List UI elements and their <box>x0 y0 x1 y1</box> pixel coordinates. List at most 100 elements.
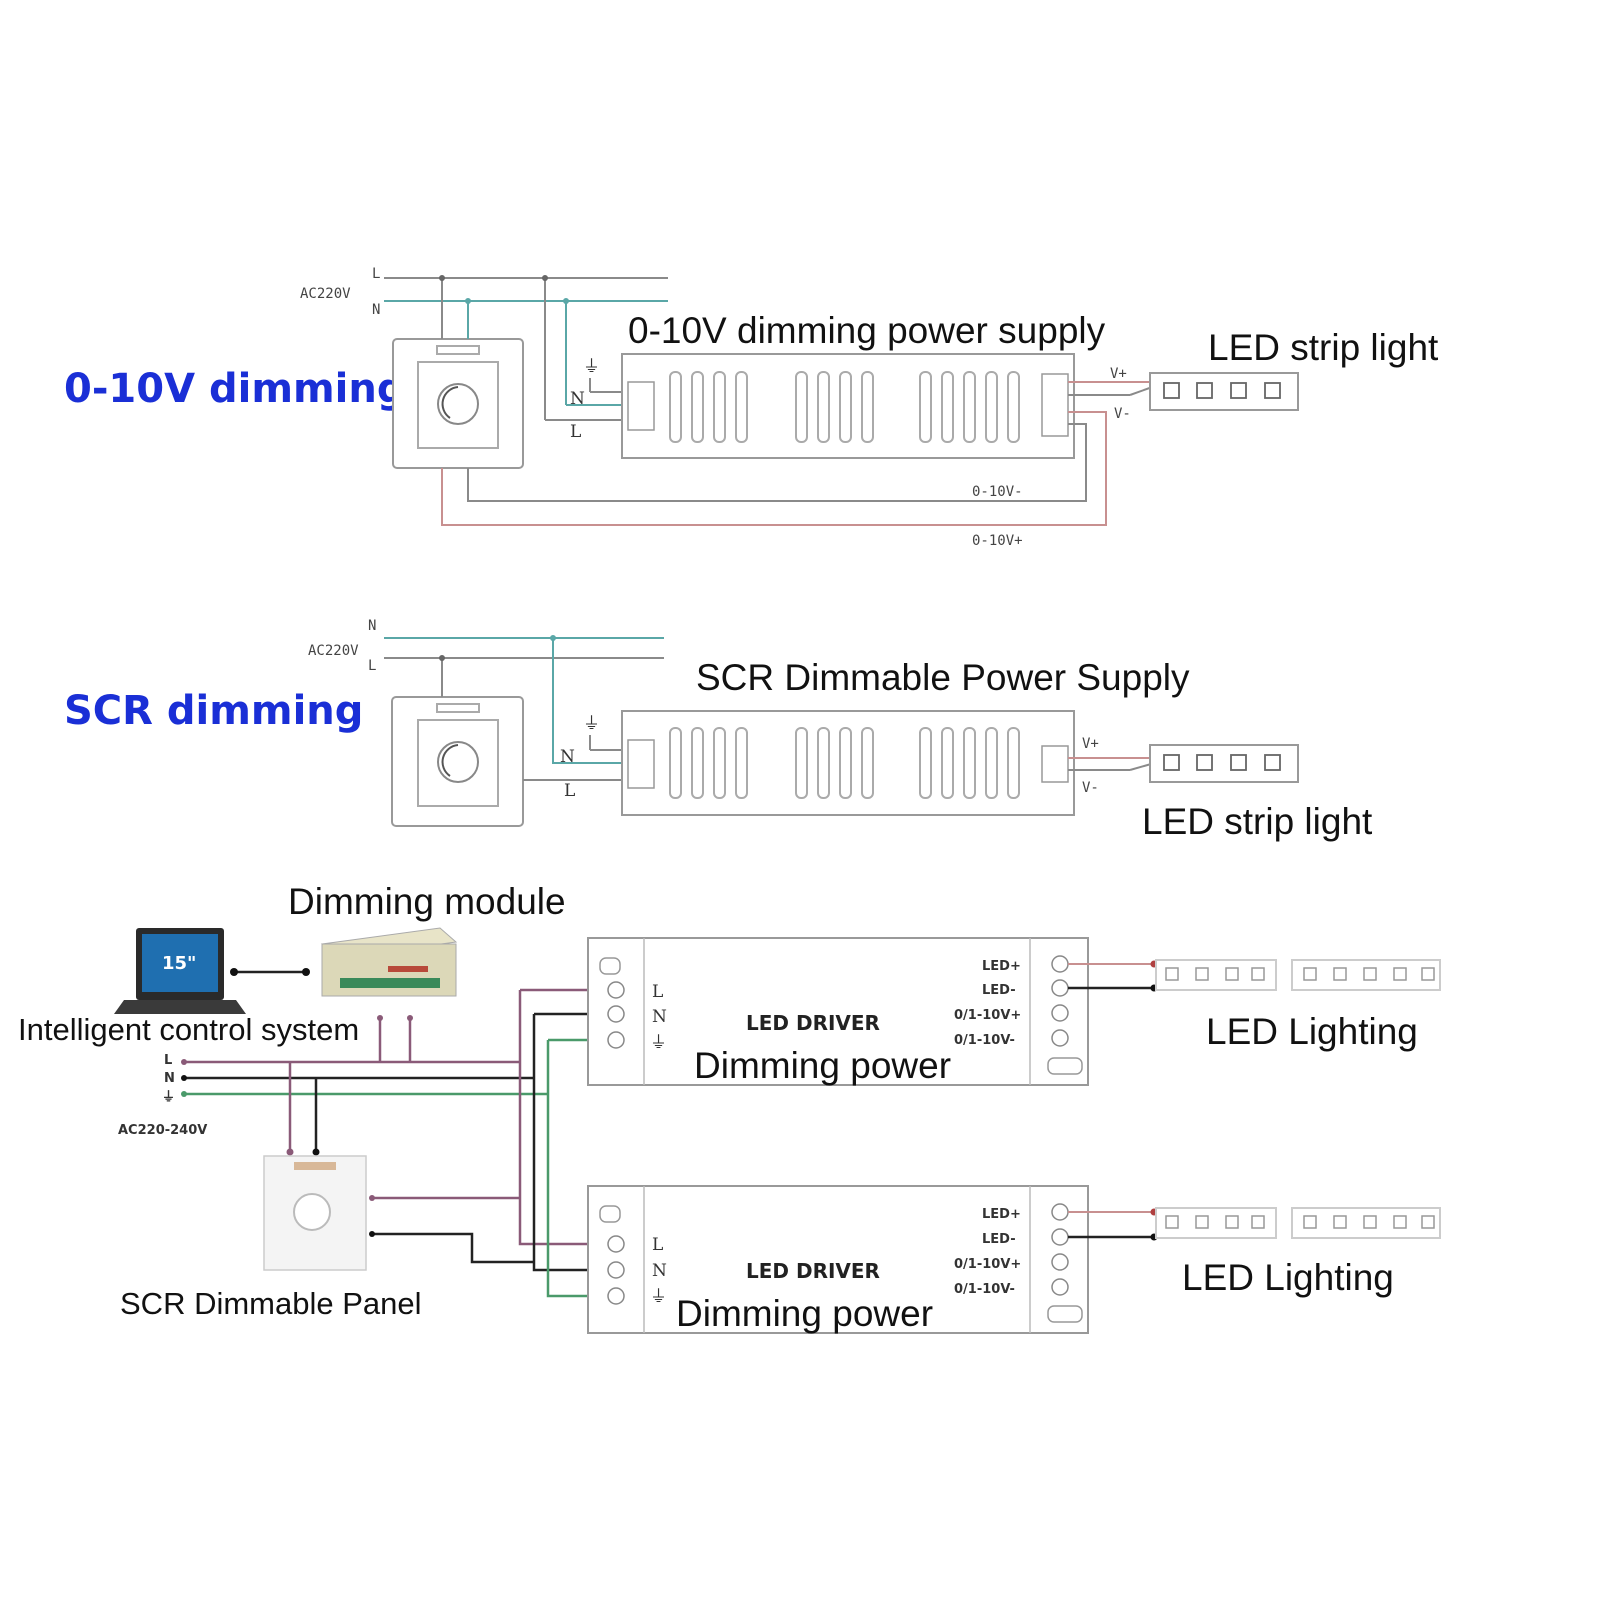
vent-slot <box>1007 371 1020 443</box>
vent-slot <box>963 727 976 799</box>
vminus-label: V- <box>1114 406 1131 422</box>
driver2-out-0: LED+ <box>982 1207 1021 1222</box>
control-label: Intelligent control system <box>18 1012 359 1047</box>
vent-slot <box>691 371 704 443</box>
wire-010v-plus <box>441 411 1107 526</box>
led-strip-scr <box>1149 744 1299 783</box>
vent-slot <box>795 371 808 443</box>
vplus-label-scr: V+ <box>1082 736 1099 752</box>
terminal-N: N <box>570 389 585 409</box>
vent-slot <box>941 371 954 443</box>
line-L-label-scr: L <box>368 658 376 674</box>
dimmer-knob-panel <box>392 338 524 469</box>
section-010v: 0-10V dimming AC220V L N ⏚ N L 0- <box>64 266 1439 549</box>
driver1-subtitle: Dimming power <box>694 1045 951 1086</box>
vent-slot <box>963 371 976 443</box>
vent-slot <box>669 727 682 799</box>
vent-slot <box>817 727 830 799</box>
section-system: Dimming module 15" Intelligent control s… <box>18 881 1441 1334</box>
ac-label-system: AC220-240V <box>118 1123 207 1138</box>
vent-slot <box>713 727 726 799</box>
vent-slot <box>861 371 874 443</box>
vent-slot <box>861 727 874 799</box>
ac-N-label: N <box>164 1071 175 1086</box>
vent-slot <box>941 727 954 799</box>
driver1-in-L: L <box>652 982 663 1002</box>
wire-minus-label: 0-10V- <box>972 484 1023 500</box>
laptop-icon: 15" <box>114 928 246 1014</box>
knob-icon <box>293 1193 331 1231</box>
strip-label-scr: LED strip light <box>1142 801 1373 842</box>
strip-label: LED strip light <box>1208 327 1439 368</box>
driver2-out-1: LED- <box>982 1232 1016 1247</box>
section-scr-title: SCR dimming <box>64 688 363 734</box>
wire-plus-label: 0-10V+ <box>972 533 1023 549</box>
ac-label: AC220V <box>300 286 351 302</box>
scr-power-supply <box>621 710 1075 816</box>
terminal-L-scr: L <box>564 781 575 801</box>
module-label: Dimming module <box>288 881 566 922</box>
ground-icon: ⏚ <box>583 714 600 734</box>
line-L-label: L <box>372 266 380 282</box>
vent-slot <box>985 727 998 799</box>
driver1-lighting-label: LED Lighting <box>1206 1011 1418 1052</box>
ac-L-label: L <box>164 1053 172 1068</box>
knob-icon <box>437 383 479 425</box>
vent-slot <box>919 727 932 799</box>
led-lighting-strip-2 <box>1155 1207 1441 1239</box>
ground-icon: ⏚ <box>650 1033 667 1053</box>
laptop-screen-text: 15" <box>162 953 196 974</box>
knob-icon <box>437 741 479 783</box>
led-driver-1: L N ⏚ LED DRIVER LED+ LED- 0/1-10V+ 0/1-… <box>587 937 1089 1086</box>
dimming-module-icon <box>320 927 458 997</box>
driver2-lighting-label: LED Lighting <box>1182 1257 1394 1298</box>
vent-slot <box>919 371 932 443</box>
driver2-title: LED DRIVER <box>746 1259 880 1283</box>
driver1-out-0: LED+ <box>982 959 1021 974</box>
driver1-out-2: 0/1-10V+ <box>954 1008 1021 1023</box>
scr-dimmable-panel <box>263 1155 367 1271</box>
line-N-label: N <box>372 302 380 318</box>
section-scr: SCR dimming AC220V N L ⏚ N L SCR Dimmabl… <box>64 618 1373 842</box>
driver1-out-3: 0/1-10V- <box>954 1033 1015 1048</box>
power-supply-label: 0-10V dimming power supply <box>628 310 1106 351</box>
driver2-out-3: 0/1-10V- <box>954 1282 1015 1297</box>
terminal-L: L <box>570 422 581 442</box>
driver1-title: LED DRIVER <box>746 1011 880 1035</box>
scr-power-supply-label: SCR Dimmable Power Supply <box>696 657 1190 698</box>
driver2-in-L: L <box>652 1235 663 1255</box>
driver1-in-N: N <box>652 1007 667 1027</box>
led-lighting-strip-1 <box>1155 959 1441 991</box>
vent-slot <box>817 371 830 443</box>
vent-slot <box>735 727 748 799</box>
driver2-in-N: N <box>652 1261 667 1281</box>
vent-slot <box>795 727 808 799</box>
vent-slot <box>1007 727 1020 799</box>
vent-slot <box>669 371 682 443</box>
led-strip <box>1149 372 1299 411</box>
led-driver-2: L N ⏚ LED DRIVER LED+ LED- 0/1-10V+ 0/1-… <box>587 1185 1089 1334</box>
ac-label-scr: AC220V <box>308 643 359 659</box>
vent-slot <box>713 371 726 443</box>
driver2-out-2: 0/1-10V+ <box>954 1257 1021 1272</box>
scr-dimmer-panel <box>391 696 524 827</box>
section-010v-title: 0-10V dimming <box>64 366 406 412</box>
ground-icon: ⏚ <box>650 1287 667 1307</box>
vent-slot <box>839 371 852 443</box>
line-N-label-scr: N <box>368 618 376 634</box>
ground-icon: ⏚ <box>583 357 600 377</box>
dimming-power-supply <box>621 353 1075 459</box>
ground-icon: ⏚ <box>162 1090 175 1105</box>
vminus-label-scr: V- <box>1082 780 1099 796</box>
vplus-label: V+ <box>1110 366 1127 382</box>
vent-slot <box>985 371 998 443</box>
terminal-N-scr: N <box>560 747 575 767</box>
vent-slot <box>735 371 748 443</box>
driver2-subtitle: Dimming power <box>676 1293 933 1334</box>
vent-slot <box>839 727 852 799</box>
vent-slot <box>691 727 704 799</box>
panel-label: SCR Dimmable Panel <box>120 1286 422 1321</box>
wire-010v-minus <box>467 423 1087 502</box>
driver1-out-1: LED- <box>982 983 1016 998</box>
